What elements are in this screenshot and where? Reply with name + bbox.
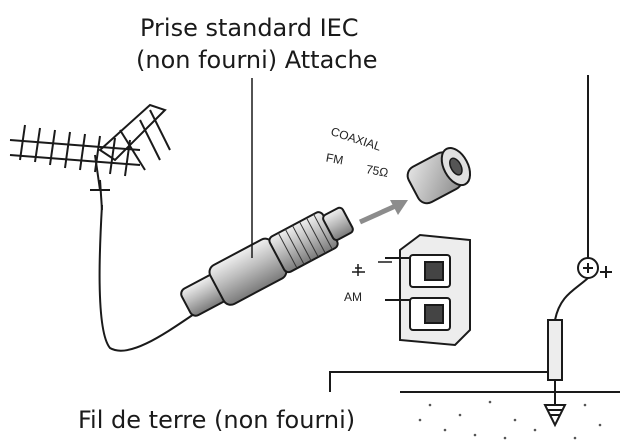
coaxial-plug xyxy=(180,206,354,317)
fm-antenna-icon xyxy=(9,103,171,211)
coaxial-jack xyxy=(406,147,472,205)
plug-label-line-2: (non fourni) Attache xyxy=(136,46,378,74)
ground-wire xyxy=(329,371,548,392)
ground-rod-assembly xyxy=(543,75,612,428)
am-label: AM xyxy=(344,290,362,304)
fm-label: FM xyxy=(324,150,345,168)
ground-wire-label: Fil de terre (non fourni) xyxy=(78,406,356,434)
soil-dots xyxy=(418,400,602,440)
am-terminal-block xyxy=(378,233,471,347)
ground-symbol-icon xyxy=(352,264,365,276)
insert-arrow-icon xyxy=(358,200,408,225)
antenna-cable xyxy=(98,204,201,352)
plug-label-line-1: Prise standard IEC xyxy=(140,14,359,42)
